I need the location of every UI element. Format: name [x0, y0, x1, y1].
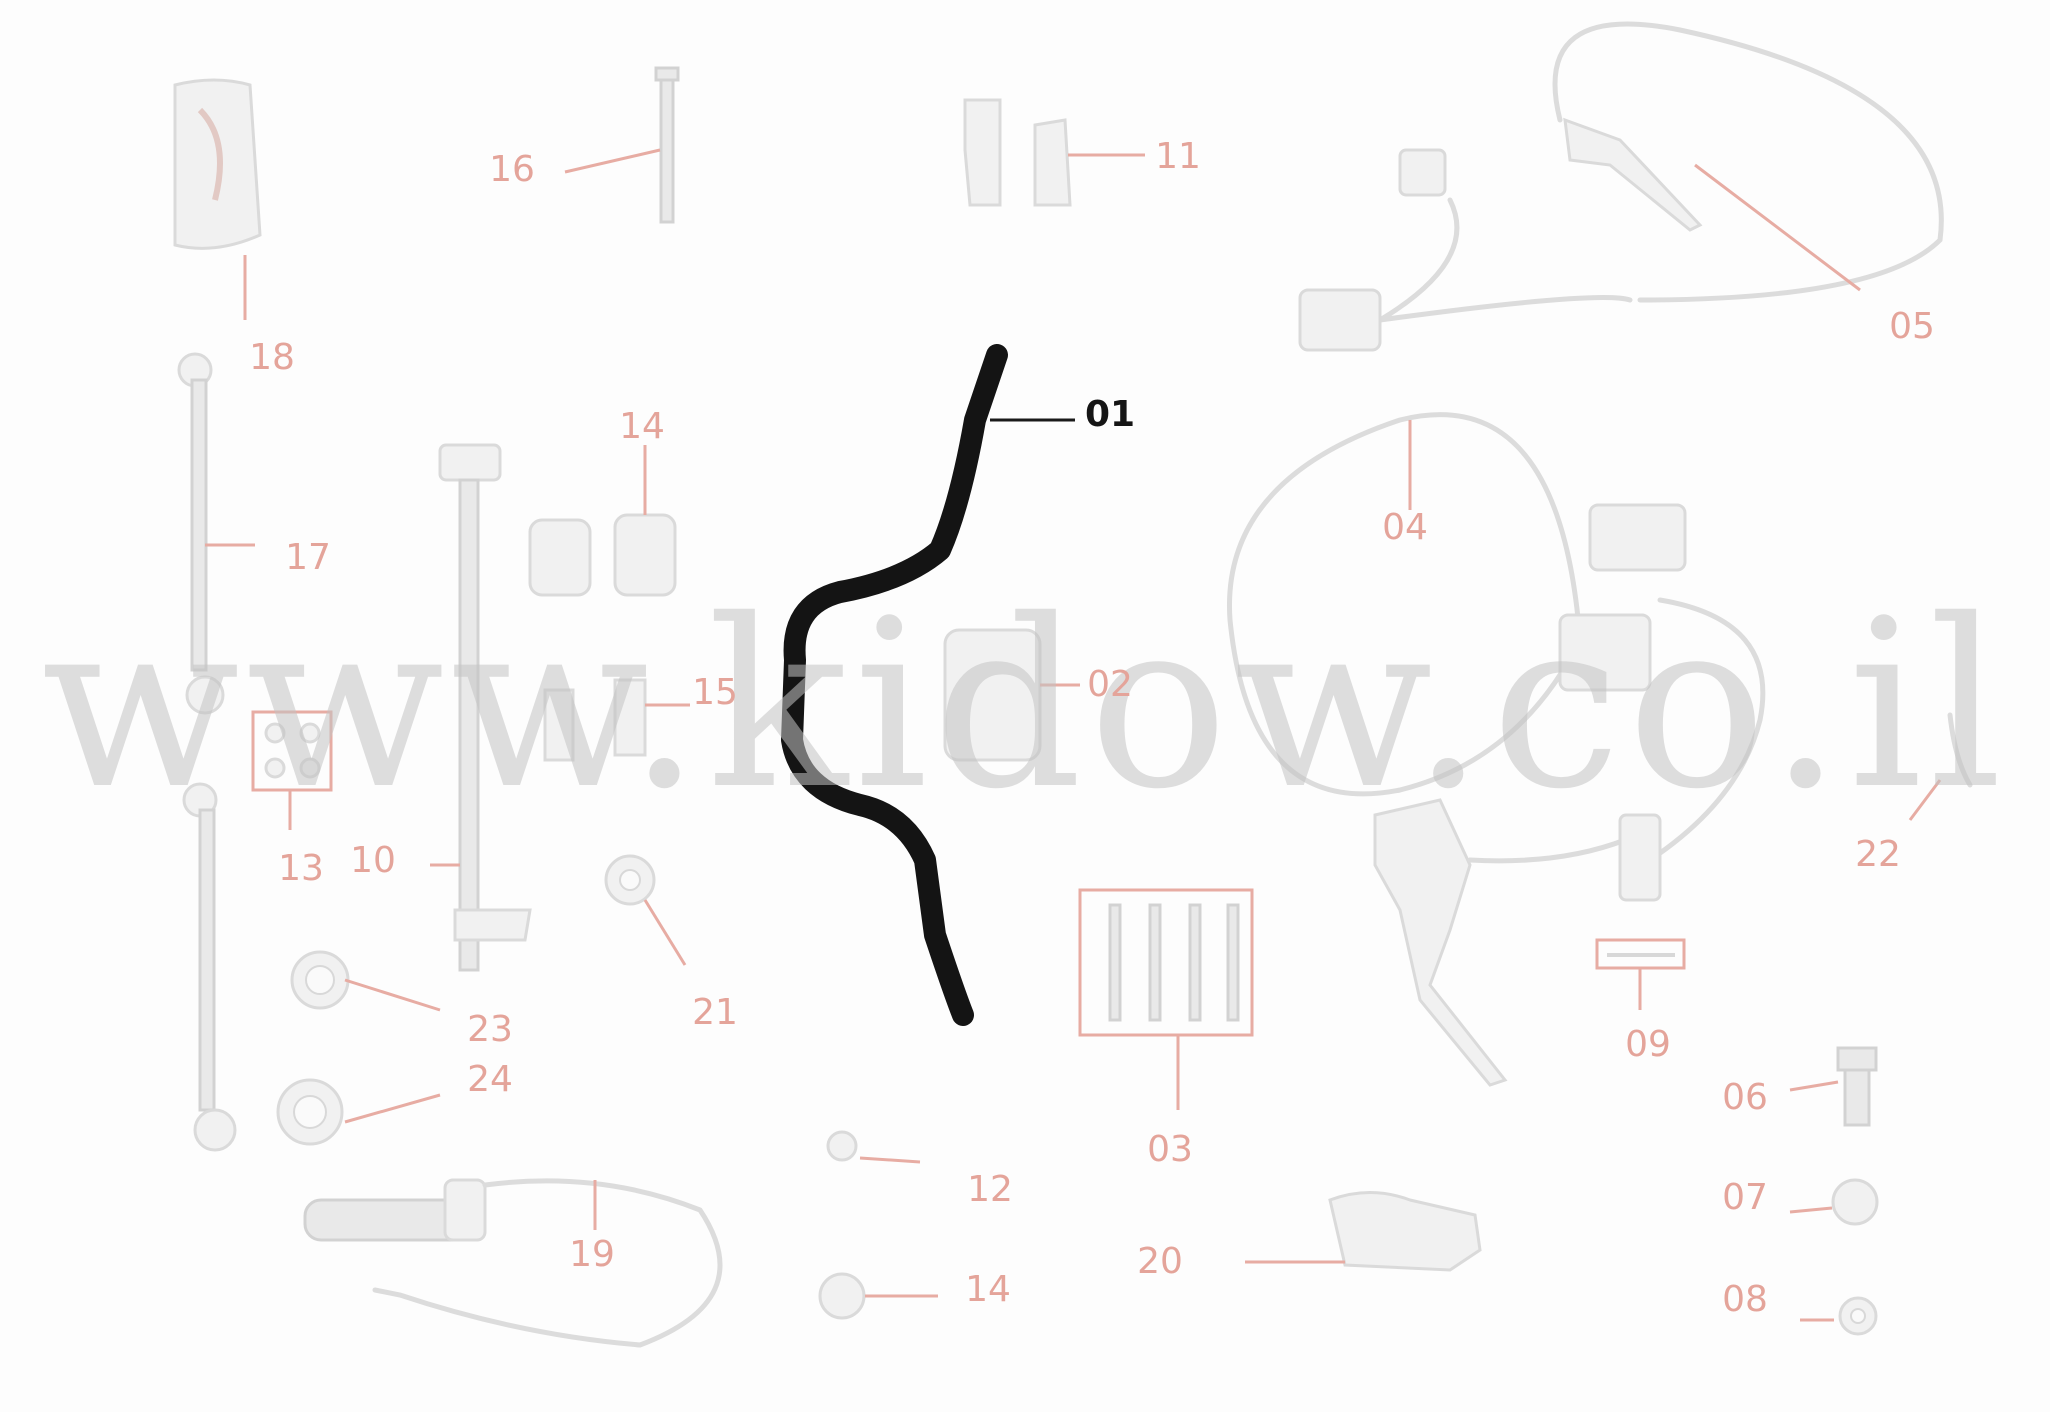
part-label-05: 05	[1889, 306, 1935, 347]
part-label-07: 07	[1722, 1177, 1768, 1218]
part-label-22: 22	[1855, 834, 1901, 875]
plate-icon	[251, 710, 333, 830]
part-label-12: 12	[967, 1169, 1013, 1210]
part-label-16: 16	[489, 149, 535, 190]
bolt-icon	[1789, 1046, 1878, 1127]
part-label-14: 14	[965, 1269, 1011, 1310]
part-label-14: 14	[619, 406, 665, 447]
clamp-icon	[943, 628, 1080, 762]
bolt-icon	[564, 66, 680, 224]
bracket-icon	[1245, 1191, 1482, 1272]
washer-icon	[826, 1130, 921, 1164]
part-label-08: 08	[1722, 1279, 1768, 1320]
stem-icon	[430, 443, 532, 972]
bracket-icon	[963, 98, 1145, 207]
part-label-18: 18	[249, 337, 295, 378]
brake-assembly-icon	[1226, 412, 1766, 1087]
tie-rod-icon	[182, 782, 237, 1152]
part-label-21: 21	[692, 992, 738, 1033]
part-label-02: 02	[1087, 664, 1133, 705]
throttle-icon	[303, 1178, 723, 1348]
part-label-06: 06	[1722, 1077, 1768, 1118]
bushing-icon	[543, 678, 690, 762]
part-label-01: 01	[1084, 394, 1136, 435]
part-label-19: 19	[569, 1234, 615, 1275]
pin-icon	[1595, 938, 1686, 1010]
part-label-11: 11	[1155, 136, 1201, 177]
nut-icon	[604, 854, 687, 966]
nut-icon	[1789, 1178, 1879, 1226]
part-label-03: 03	[1147, 1129, 1193, 1170]
part-label-13: 13	[278, 848, 324, 889]
holder-icon	[528, 445, 677, 597]
part-label-10: 10	[350, 840, 396, 881]
cotter-pin-icon	[1908, 712, 1973, 821]
part-label-20: 20	[1137, 1241, 1183, 1282]
grip-icon	[173, 78, 262, 320]
bearing-icon	[276, 1078, 441, 1146]
bolt-set-icon	[1078, 888, 1254, 1110]
tie-rod-icon	[177, 352, 255, 715]
part-label-23: 23	[467, 1009, 513, 1050]
handlebar-icon	[781, 344, 1075, 1026]
part-label-09: 09	[1625, 1024, 1671, 1065]
part-label-04: 04	[1382, 507, 1428, 548]
part-label-15: 15	[692, 672, 738, 713]
bearing-icon	[290, 950, 441, 1012]
part-label-24: 24	[467, 1059, 513, 1100]
part-label-17: 17	[285, 537, 331, 578]
brake-assembly-icon	[1298, 21, 1944, 352]
washer-icon	[1800, 1296, 1878, 1336]
nut-icon	[818, 1272, 938, 1320]
